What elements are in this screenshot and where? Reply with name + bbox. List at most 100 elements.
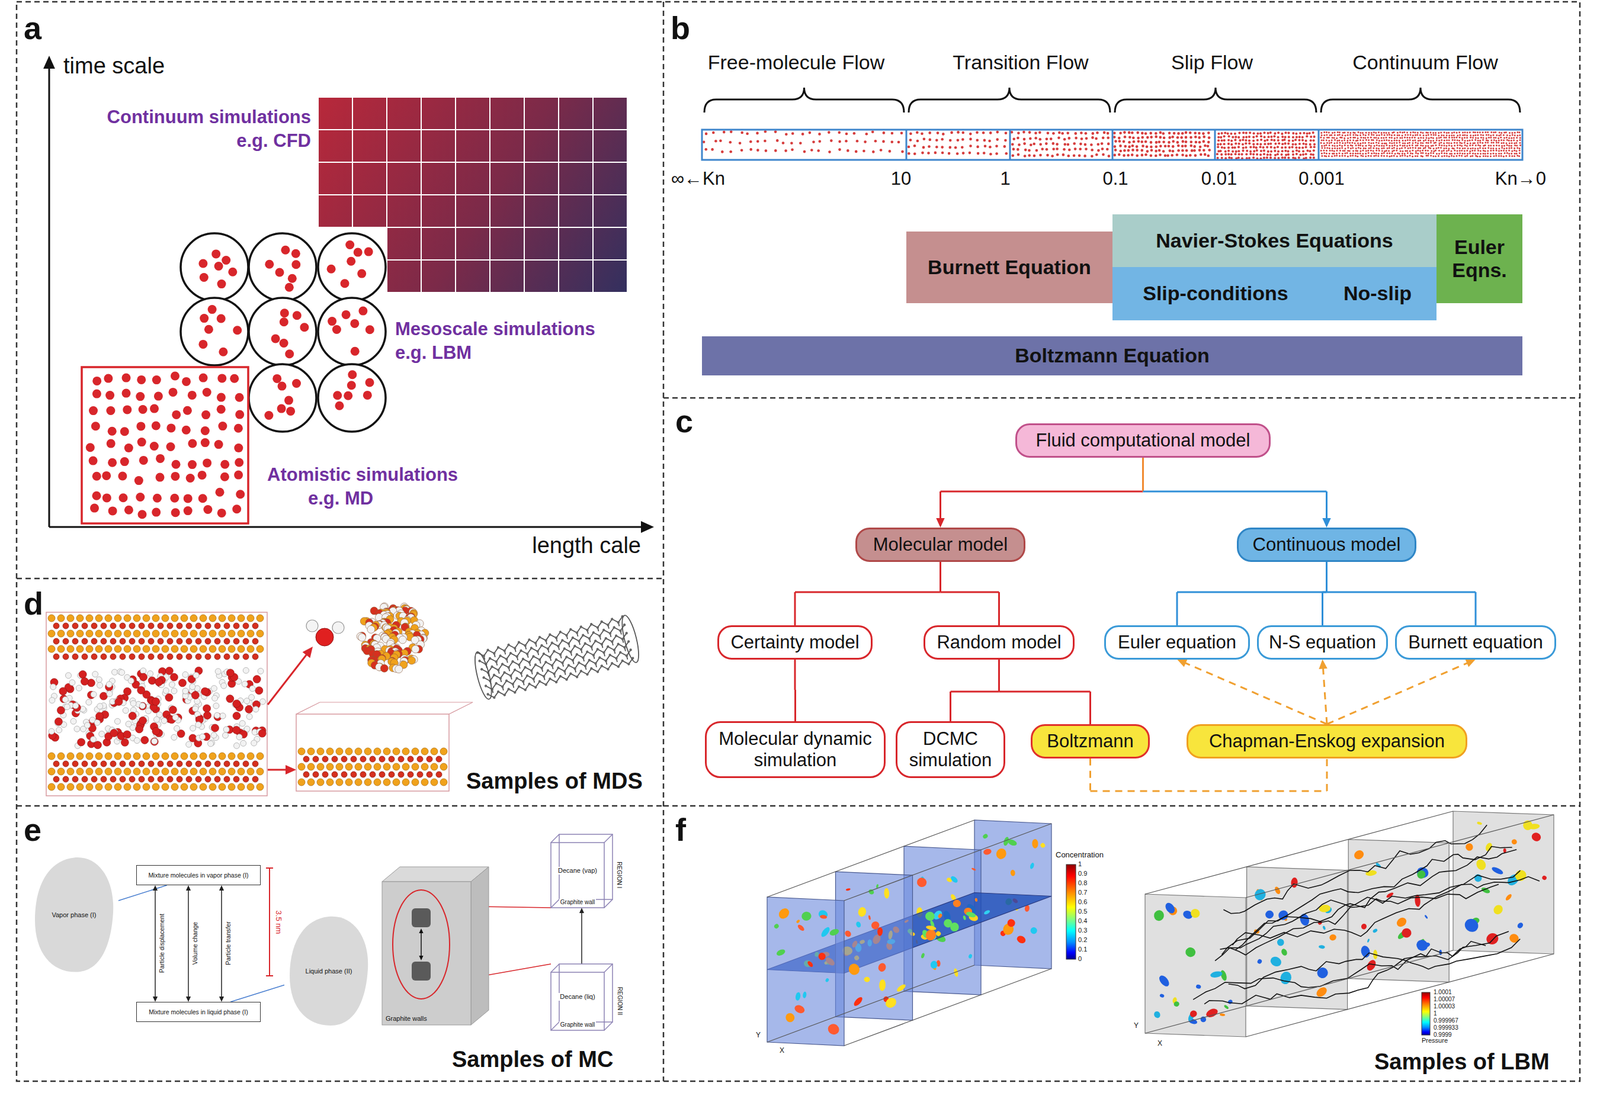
gas-dot — [1131, 148, 1135, 152]
gas-dot — [1039, 138, 1042, 141]
gas-dot — [1176, 136, 1180, 140]
gas-dot — [1325, 149, 1328, 152]
regime-brace — [908, 87, 1111, 113]
gas-dot — [1505, 149, 1507, 152]
gas-dot — [1188, 131, 1192, 135]
water-atom — [257, 668, 264, 675]
grid-cell — [524, 194, 559, 228]
gas-dot — [976, 152, 980, 156]
water-atom — [260, 699, 266, 705]
gas-dot — [1107, 142, 1111, 146]
gas-dot — [1094, 137, 1098, 141]
gas-dot — [1359, 144, 1362, 147]
oxygen-atom — [186, 776, 192, 783]
oxygen-atom — [119, 638, 126, 645]
gas-dot — [1403, 136, 1406, 139]
gas-dot — [1162, 136, 1166, 140]
oxygen-atom — [119, 623, 126, 630]
silica-atom — [218, 752, 226, 761]
atom-dot — [135, 392, 145, 402]
atom-dot — [91, 421, 101, 431]
gas-dot — [1295, 149, 1298, 152]
gas-dot — [1380, 152, 1383, 155]
silica-atom — [76, 630, 84, 638]
atom-dot — [154, 392, 163, 402]
gas-dot — [1259, 149, 1263, 153]
gas-dot — [1514, 134, 1516, 137]
gas-dot — [1347, 155, 1349, 158]
gas-dot — [1350, 144, 1352, 147]
atom-dot — [135, 492, 145, 502]
gas-dot — [1301, 146, 1304, 149]
gas-dot — [1283, 156, 1287, 159]
gas-dot — [1399, 150, 1402, 153]
gas-dot — [1485, 155, 1487, 157]
gas-dot — [1326, 142, 1329, 144]
gas-dot — [1435, 144, 1438, 147]
gas-dot — [1440, 142, 1442, 144]
gas-dot — [1297, 156, 1301, 159]
gas-dot — [1425, 155, 1428, 157]
gas-dot — [961, 138, 965, 141]
water-atom — [151, 738, 158, 745]
particle-dot — [350, 347, 360, 357]
gas-dot — [1106, 136, 1110, 140]
gas-dot — [1466, 134, 1468, 137]
gas-dot — [1427, 155, 1429, 157]
gas-dot — [909, 132, 913, 136]
silica-atom — [161, 630, 169, 638]
gas-dot — [1226, 132, 1230, 136]
gas-dot — [1269, 156, 1272, 159]
gas-dot — [1508, 132, 1511, 134]
particle-dot — [198, 259, 208, 269]
silica-atom — [57, 752, 65, 761]
gas-dot — [1409, 150, 1412, 153]
gas-dot — [1162, 140, 1166, 144]
silica-atom — [256, 645, 264, 653]
gas-dot — [1377, 155, 1380, 157]
oxygen-atom — [72, 653, 79, 660]
gas-dot — [1502, 142, 1505, 144]
gas-dot — [1355, 139, 1358, 142]
gas-dot — [1463, 136, 1466, 139]
gas-dot — [1469, 131, 1471, 134]
oxygen-atom — [129, 776, 136, 783]
gas-dot — [1354, 152, 1357, 155]
atom-dot — [233, 443, 243, 453]
gas-dot — [1231, 150, 1234, 153]
atom-dot — [151, 508, 161, 518]
gas-dot — [941, 132, 945, 136]
gas-dot — [1413, 139, 1416, 142]
gas-dot — [1227, 156, 1231, 159]
atom-dot — [183, 506, 193, 516]
gas-dot — [1372, 147, 1375, 150]
gas-dot — [1383, 152, 1385, 155]
gas-dot — [1390, 139, 1393, 142]
gas-dot — [838, 140, 842, 144]
gas-dot — [1284, 154, 1288, 157]
silica-atom — [256, 752, 264, 761]
gas-dot — [1230, 139, 1233, 143]
gas-dot — [988, 139, 992, 143]
particle-dot — [287, 274, 297, 284]
oxygen-atom — [72, 776, 79, 783]
gas-dot — [1284, 142, 1287, 145]
gas-dot — [1409, 147, 1412, 150]
gas-dot — [1167, 140, 1171, 144]
gas-dot — [1027, 154, 1031, 157]
gas-dot — [1267, 150, 1270, 153]
gas-dot — [854, 150, 858, 154]
silica-atom — [142, 768, 150, 776]
gas-dot — [1516, 139, 1519, 142]
gas-dot — [1344, 149, 1346, 152]
particle-dot — [365, 378, 375, 388]
gas-dot — [1385, 139, 1388, 141]
gas-dot — [1492, 142, 1495, 144]
gas-dot — [818, 132, 822, 136]
gas-dot — [1252, 153, 1255, 156]
gas-dot — [1181, 140, 1185, 144]
atom-dot — [183, 494, 193, 503]
gas-dot — [1123, 130, 1127, 134]
gas-dot — [882, 131, 886, 135]
gas-dot — [1456, 132, 1458, 134]
